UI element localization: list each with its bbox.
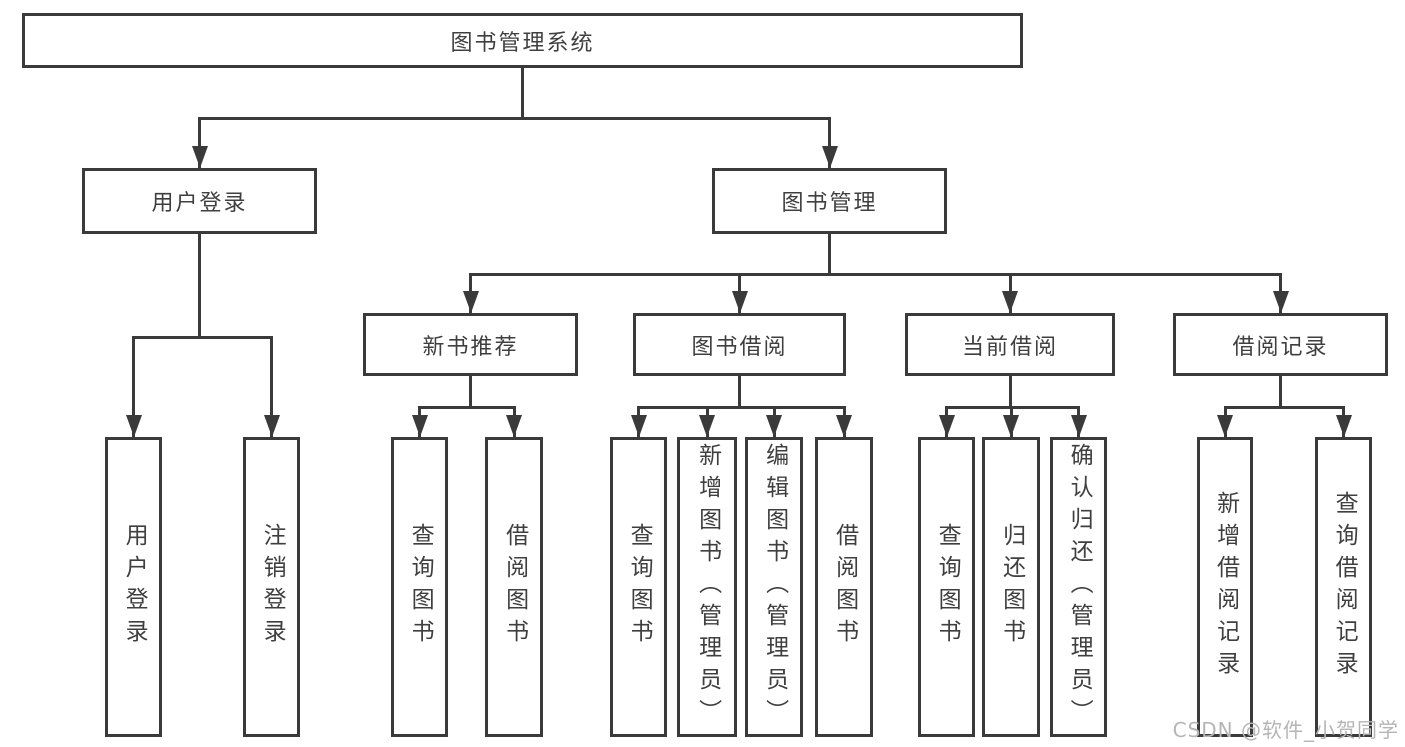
connector-stem-root <box>521 68 524 120</box>
node-label-edit-book: 编辑图书（管理员） <box>761 443 788 731</box>
connector-bar-user-login <box>132 336 273 339</box>
node-label-user-login: 用户登录 <box>151 191 248 216</box>
connector-stem-current-borrow <box>1008 376 1012 409</box>
node-label-logout-leaf: 注销登录 <box>259 523 286 651</box>
connector-stem-user-login <box>198 234 201 339</box>
arrowhead-icon <box>1002 291 1018 313</box>
node-add-borrow-record: 新增借阅记录 <box>1197 437 1253 737</box>
node-label-query-book-3: 查询图书 <box>934 523 961 651</box>
arrowhead-icon <box>191 146 208 168</box>
node-label-new-book-rec: 新书推荐 <box>422 334 519 360</box>
node-current-borrow: 当前借阅 <box>905 313 1115 376</box>
node-query-book-2: 查询图书 <box>610 437 667 737</box>
node-user-login-leaf: 用户登录 <box>105 437 162 737</box>
arrowhead-icon <box>821 146 838 168</box>
arrowhead-icon <box>630 415 647 437</box>
connector-drop-logout-leaf <box>270 336 273 437</box>
connector-bar-new-book-rec <box>418 406 516 409</box>
node-label-query-book-2: 查询图书 <box>626 523 653 651</box>
node-label-add-book: 新增图书（管理员） <box>694 443 721 731</box>
connector-bar-root <box>198 117 831 120</box>
arrowhead-icon <box>263 415 280 437</box>
arrowhead-icon <box>506 415 522 437</box>
arrowhead-icon <box>731 291 748 313</box>
node-label-query-book-1: 查询图书 <box>407 523 434 651</box>
arrowhead-icon <box>125 415 142 437</box>
connector-bar-book-borrow <box>637 406 846 409</box>
node-label-borrow-records: 借阅记录 <box>1232 334 1329 360</box>
connector-drop-book-mgmt <box>828 117 831 168</box>
connector-bar-book-mgmt <box>469 273 1282 276</box>
connector-stem-new-book-rec <box>469 376 472 409</box>
node-edit-book: 编辑图书（管理员） <box>745 437 803 737</box>
connector-drop-user-login-leaf <box>132 336 135 437</box>
node-add-book: 新增图书（管理员） <box>677 437 737 737</box>
node-query-book-1: 查询图书 <box>391 437 448 737</box>
connector-stem-book-borrow <box>738 376 741 409</box>
node-borrow-records: 借阅记录 <box>1173 313 1388 376</box>
node-borrow-book-2: 借阅图书 <box>815 437 873 737</box>
node-book-borrow: 图书借阅 <box>633 313 846 376</box>
connector-bar-borrow-records <box>1223 406 1345 409</box>
connector-stem-book-mgmt <box>828 234 831 276</box>
node-user-login: 用户登录 <box>82 168 317 234</box>
node-new-book-rec: 新书推荐 <box>363 313 578 376</box>
arrowhead-icon <box>1217 415 1233 437</box>
connector-drop-user-login <box>198 117 201 168</box>
arrowhead-icon <box>462 291 479 313</box>
node-book-mgmt: 图书管理 <box>712 168 947 234</box>
node-root: 图书管理系统 <box>22 13 1023 68</box>
arrowhead-icon <box>766 415 782 437</box>
arrowhead-icon <box>1070 415 1087 437</box>
node-label-borrow-book-2: 借阅图书 <box>831 523 858 651</box>
node-label-current-borrow: 当前借阅 <box>961 334 1058 360</box>
node-return-book: 归还图书 <box>982 437 1040 737</box>
node-label-root: 图书管理系统 <box>450 30 595 56</box>
arrowhead-icon <box>1003 415 1019 437</box>
node-query-borrow-record: 查询借阅记录 <box>1315 437 1372 737</box>
node-label-book-borrow: 图书借阅 <box>691 334 788 360</box>
arrowhead-icon <box>411 415 428 437</box>
arrowhead-icon <box>699 415 715 437</box>
connector-stem-borrow-records <box>1279 376 1282 409</box>
connector-bar-current-borrow <box>945 406 1080 409</box>
arrowhead-icon <box>938 415 955 437</box>
node-confirm-return: 确认归还（管理员） <box>1050 437 1107 737</box>
watermark-text: CSDN @软件_小贺同学 <box>1172 718 1399 742</box>
node-query-book-3: 查询图书 <box>918 437 975 737</box>
node-label-user-login-leaf: 用户登录 <box>121 523 148 651</box>
node-borrow-book-1: 借阅图书 <box>485 437 543 737</box>
node-label-add-borrow-record: 新增借阅记录 <box>1212 491 1239 683</box>
arrowhead-icon <box>836 415 852 437</box>
node-logout-leaf: 注销登录 <box>243 437 300 737</box>
arrowhead-icon <box>1272 291 1289 313</box>
node-label-book-mgmt: 图书管理 <box>781 191 878 216</box>
arrowhead-icon <box>1335 415 1352 437</box>
node-label-query-borrow-record: 查询借阅记录 <box>1331 491 1358 683</box>
node-label-return-book: 归还图书 <box>998 523 1025 651</box>
node-label-borrow-book-1: 借阅图书 <box>501 523 528 651</box>
node-label-confirm-return: 确认归还（管理员） <box>1066 443 1093 731</box>
